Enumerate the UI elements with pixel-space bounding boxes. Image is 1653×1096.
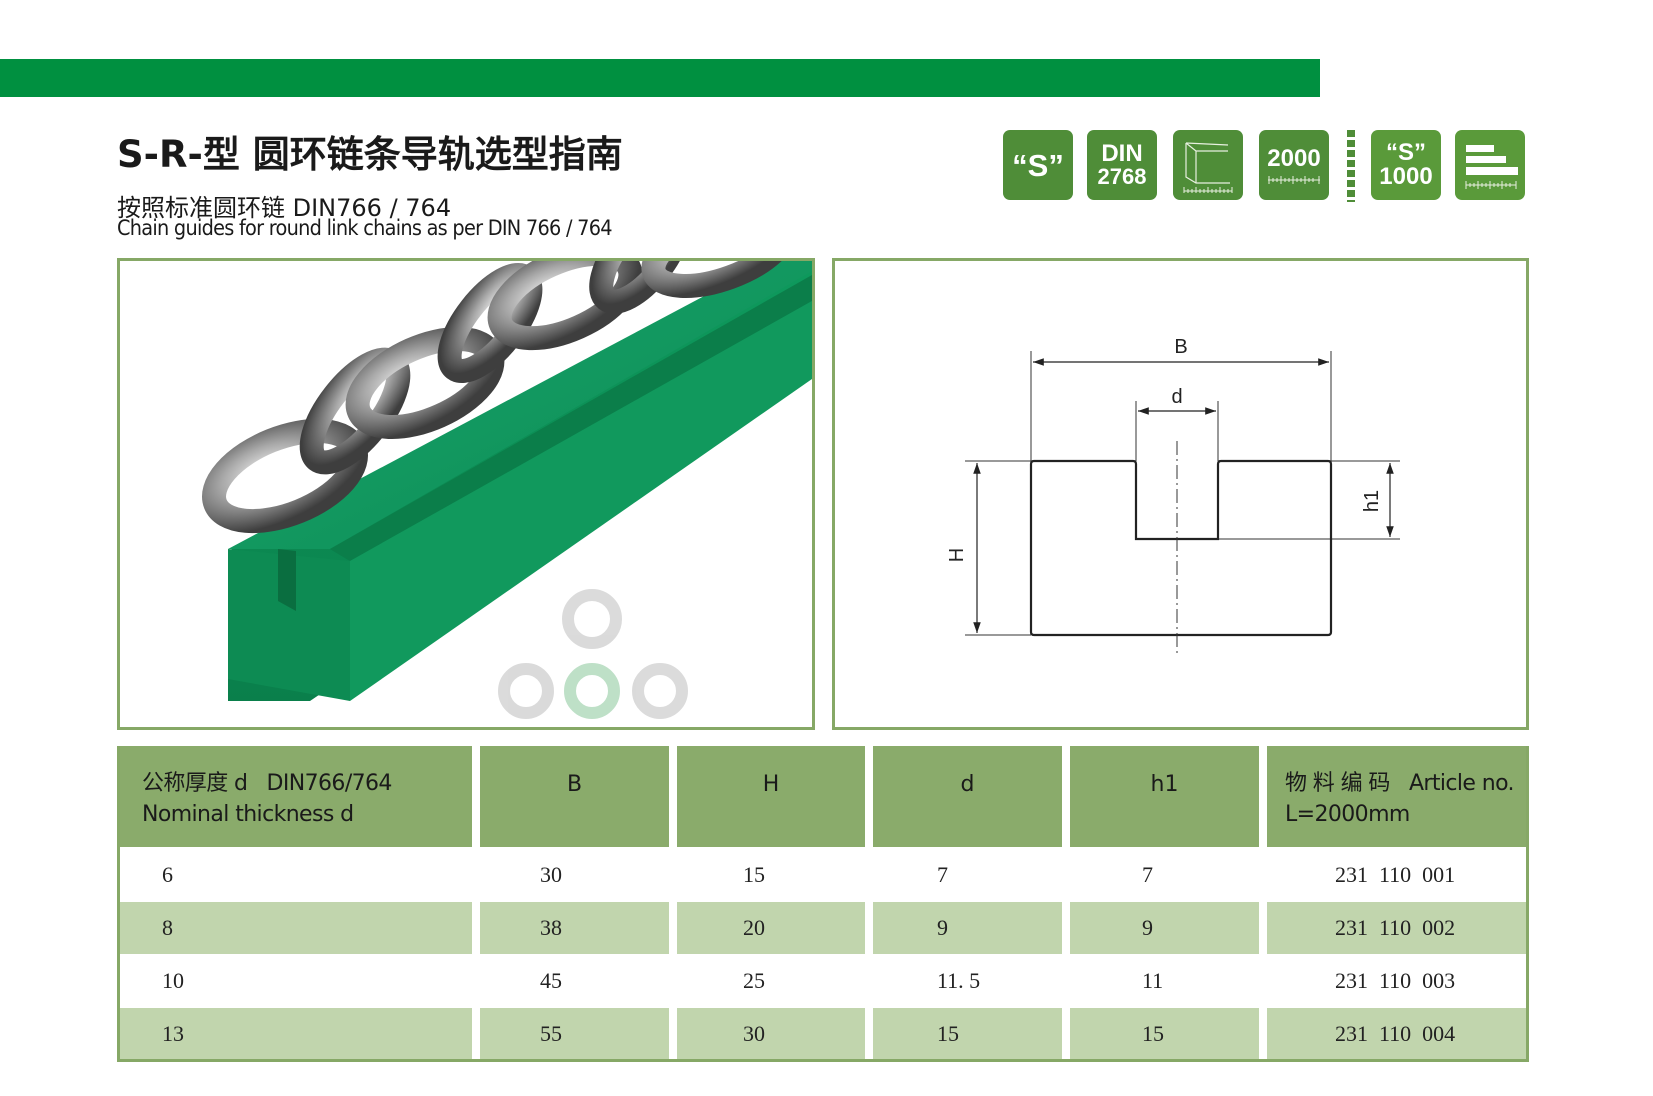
dimension-label-h: H — [946, 548, 968, 562]
profile-box-icon — [1183, 142, 1233, 193]
header-label: 物 料 编 码 Article no. — [1285, 771, 1515, 796]
feature-badges: “S” DIN 2768 2000 “S” — [0, 130, 1653, 202]
row-cell-article-no: 231 110 002 — [1267, 902, 1526, 954]
badge-label: 1000 — [1379, 163, 1433, 190]
spec-table: 公称厚度 d DIN766/764 Nominal thickness d B … — [117, 746, 1529, 1062]
dimension-label-h1: h1 — [1361, 490, 1383, 512]
row-cell-h: 30 — [677, 1008, 865, 1059]
row-cell-h1: 11 — [1070, 954, 1259, 1008]
badge-label: “S” — [1012, 147, 1064, 183]
row-cell-b: 30 — [480, 847, 669, 902]
dimension-label-b: B — [1174, 336, 1187, 358]
row-cell-d: 9 — [873, 902, 1062, 954]
top-accent-bar — [0, 59, 1320, 97]
din-2768-badge: DIN 2768 — [1087, 130, 1157, 200]
row-cell-article-no: 231 110 003 — [1267, 954, 1526, 1008]
row-cell-d: 7 — [873, 847, 1062, 902]
header-h1: h1 — [1070, 746, 1259, 847]
row-cell-thickness: 13 — [120, 1008, 472, 1059]
header-article-no: 物 料 编 码 Article no. L=2000mm — [1267, 746, 1526, 847]
cross-section-drawing: B d H h1 — [946, 336, 1400, 653]
header-label: L=2000mm — [1285, 802, 1410, 827]
row-cell-h1: 9 — [1070, 902, 1259, 954]
row-cell-b: 45 — [480, 954, 669, 1008]
row-cell-b: 55 — [480, 1008, 669, 1059]
technical-drawing-frame: B d H h1 — [832, 258, 1529, 730]
row-cell-h1: 15 — [1070, 1008, 1259, 1059]
header-label: Nominal thickness d — [142, 802, 354, 827]
row-cell-d: 15 — [873, 1008, 1062, 1059]
header-d: d — [873, 746, 1062, 847]
row-cell-h1: 7 — [1070, 847, 1259, 902]
length-2000-badge: 2000 — [1259, 130, 1329, 200]
row-cell-b: 38 — [480, 902, 669, 954]
stacked-bars-badge — [1455, 130, 1525, 200]
subtitle-english: Chain guides for round link chains as pe… — [117, 216, 613, 240]
header-label: H — [762, 772, 780, 797]
row-cell-thickness: 8 — [120, 902, 472, 954]
row-cell-article-no: 231 110 004 — [1267, 1008, 1526, 1059]
header-b: B — [480, 746, 669, 847]
row-cell-thickness: 10 — [120, 954, 472, 1008]
ruler-icon — [1268, 175, 1320, 184]
header-nominal-thickness: 公称厚度 d DIN766/764 Nominal thickness d — [120, 746, 472, 847]
stacked-bars-icon — [1465, 145, 1518, 189]
header-label: B — [566, 772, 583, 797]
profile-box-badge — [1173, 130, 1243, 200]
s-1000-badge: “S” 1000 — [1371, 130, 1441, 200]
row-cell-h: 20 — [677, 902, 865, 954]
header-label: h1 — [1150, 772, 1179, 797]
badge-label: 2000 — [1267, 144, 1321, 172]
row-cell-h: 25 — [677, 954, 865, 1008]
product-photo-frame — [117, 258, 815, 730]
header-h: H — [677, 746, 865, 847]
badge-label: 2768 — [1097, 164, 1147, 189]
dimension-label-d: d — [1171, 386, 1182, 408]
subtitle-chinese: 按照标准圆环链 DIN766 / 764 — [117, 194, 452, 222]
row-cell-thickness: 6 — [120, 847, 472, 902]
badge-label: “S” — [1385, 139, 1426, 166]
page-title: S-R-型 圆环链条导轨选型指南 — [117, 133, 623, 176]
chain-guide-product-image — [202, 261, 812, 719]
s-material-badge: “S” — [1003, 130, 1073, 200]
header-label: 公称厚度 d DIN766/764 — [142, 771, 392, 796]
row-cell-d: 11. 5 — [873, 954, 1062, 1008]
badge-label: DIN — [1101, 140, 1143, 167]
row-cell-article-no: 231 110 001 — [1267, 847, 1526, 902]
badge-separator — [1347, 130, 1355, 202]
row-cell-h: 15 — [677, 847, 865, 902]
header-label: d — [960, 772, 975, 797]
